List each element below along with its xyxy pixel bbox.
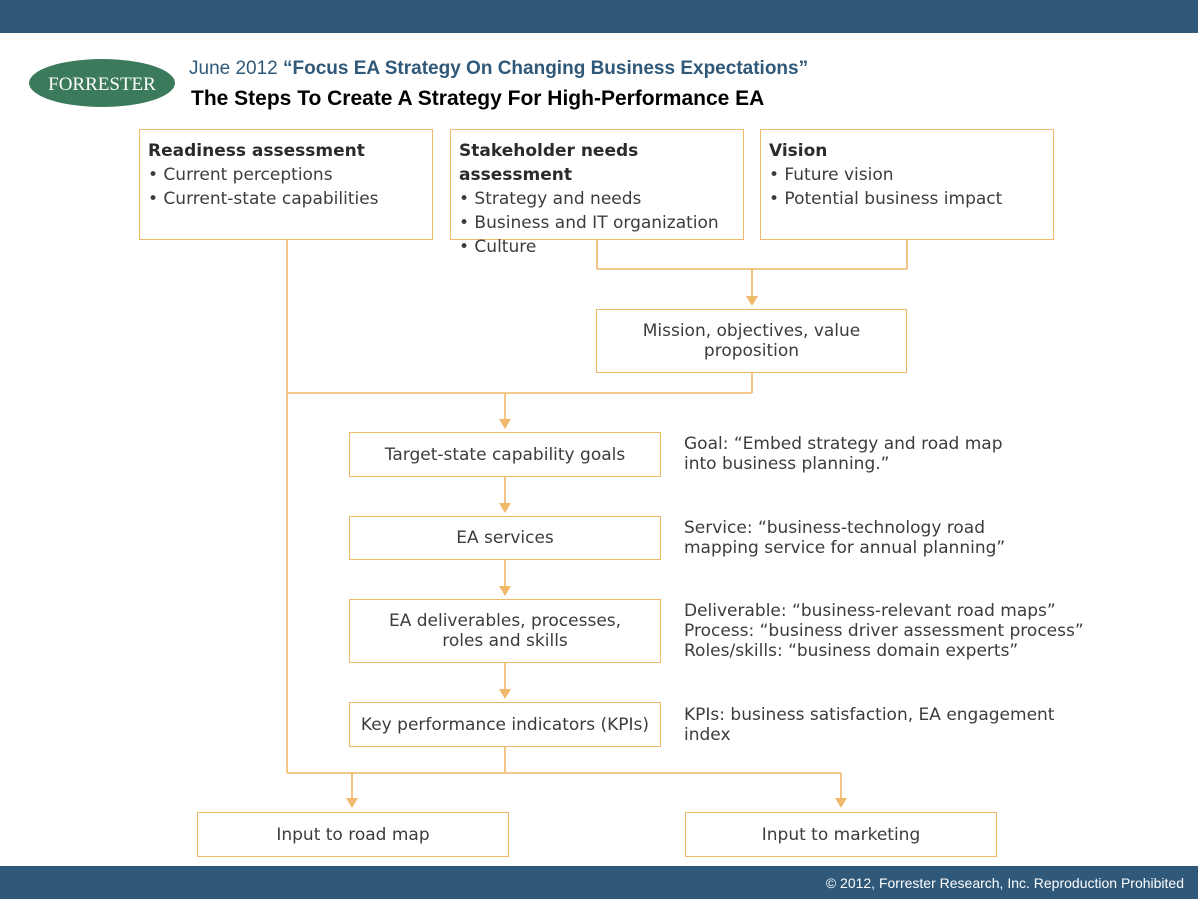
kpi-box: Key performance indicators (KPIs)	[349, 702, 661, 747]
top-banner	[0, 0, 1198, 33]
note-line: Goal: “Embed strategy and road map	[684, 434, 1003, 454]
vision-item: • Potential business impact	[769, 189, 1003, 209]
vision-item: • Future vision	[769, 165, 894, 185]
note-line: KPIs: business satisfaction, EA engageme…	[684, 705, 1055, 725]
step-label: EA deliverables, processes,	[388, 611, 622, 631]
step-label: EA services	[456, 528, 554, 548]
vision-box: Vision • Future vision • Potential busin…	[760, 129, 1054, 240]
note-line: into business planning.”	[684, 454, 890, 474]
slide-title: The Steps To Create A Strategy For High-…	[191, 87, 765, 110]
ea-services-box: EA services	[349, 516, 661, 560]
service-note: Service: “business-technology road mappi…	[684, 518, 1005, 558]
stakeholder-item: • Strategy and needs	[459, 189, 642, 209]
report-date: June 2012	[189, 58, 278, 79]
report-subtitle: June 2012 “Focus EA Strategy On Changing…	[189, 58, 808, 80]
note-line: Roles/skills: “business domain experts”	[684, 641, 1019, 661]
note-line: Deliverable: “business-relevant road map…	[684, 601, 1056, 621]
mission-line: Mission, objectives, value	[642, 321, 861, 341]
step-label: roles and skills	[442, 631, 568, 651]
kpi-note: KPIs: business satisfaction, EA engageme…	[684, 705, 1054, 745]
target-state-goals-box: Target-state capability goals	[349, 432, 661, 477]
step-label: Key performance indicators (KPIs)	[360, 714, 650, 735]
copyright-text: © 2012, Forrester Research, Inc. Reprodu…	[825, 875, 1184, 891]
footer-banner: © 2012, Forrester Research, Inc. Reprodu…	[0, 866, 1198, 899]
goal-note: Goal: “Embed strategy and road map into …	[684, 434, 1003, 474]
output-label: Input to road map	[276, 824, 430, 845]
stakeholder-item: • Culture	[459, 237, 537, 257]
note-line: Service: “business-technology road	[684, 518, 986, 538]
report-title: “Focus EA Strategy On Changing Business …	[283, 58, 809, 79]
forrester-logo: FORRESTER	[29, 59, 175, 107]
readiness-item: • Current-state capabilities	[148, 189, 379, 209]
step-label: Target-state capability goals	[384, 444, 626, 465]
svg-text:FORRESTER: FORRESTER	[48, 74, 156, 95]
deliverable-note: Deliverable: “business-relevant road map…	[684, 601, 1084, 661]
stakeholder-needs-box: Stakeholder needs assessment • Strategy …	[450, 129, 744, 257]
stakeholder-title: Stakeholder needs assessment	[459, 141, 639, 185]
input-to-road-map-box: Input to road map	[197, 812, 509, 857]
vision-title: Vision	[769, 141, 828, 161]
note-line: Process: “business driver assessment pro…	[684, 621, 1084, 641]
input-to-marketing-box: Input to marketing	[685, 812, 997, 857]
readiness-item: • Current perceptions	[148, 165, 333, 185]
stakeholder-item: • Business and IT organization	[459, 213, 719, 233]
ea-deliverables-box: EA deliverables, processes, roles and sk…	[349, 599, 661, 663]
note-line: index	[684, 725, 731, 745]
readiness-assessment-box: Readiness assessment • Current perceptio…	[139, 129, 433, 240]
output-label: Input to marketing	[761, 824, 921, 845]
note-line: mapping service for annual planning”	[684, 538, 1006, 558]
readiness-title: Readiness assessment	[148, 141, 365, 161]
mission-line: proposition	[703, 341, 800, 361]
mission-box: Mission, objectives, value proposition	[596, 309, 907, 373]
